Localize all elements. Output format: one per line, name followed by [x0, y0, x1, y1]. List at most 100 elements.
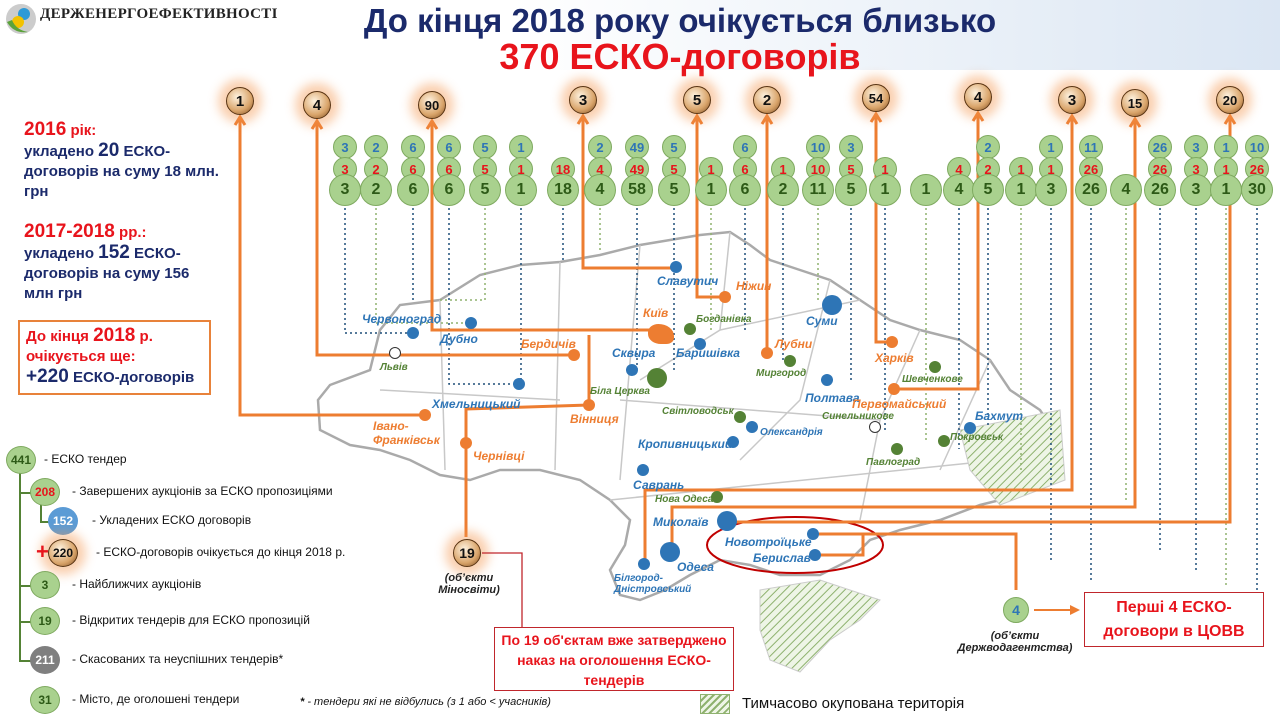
- tenders-count: 1: [1210, 174, 1242, 206]
- orange-connector-line: [815, 534, 865, 557]
- city-label: Кропивницький: [638, 437, 733, 451]
- legend-badge: 441: [6, 446, 36, 474]
- orange-connector-line: [315, 121, 574, 357]
- city-label: Новотроїцьке: [725, 535, 812, 549]
- city-marker: [717, 511, 737, 531]
- city-label: Миколаїв: [653, 515, 709, 529]
- dotted-connector-line: [440, 208, 486, 301]
- signed-contracts-count: 1: [509, 135, 533, 159]
- year-2017-2018: 2017-2018: [24, 221, 115, 242]
- city-marker: [964, 422, 976, 434]
- planned-count-badge: 4: [964, 83, 992, 111]
- city-marker: [694, 338, 706, 350]
- legend-badge: 19: [30, 607, 60, 635]
- water-agency-caption: (об’єкти Держводагентства): [957, 630, 1073, 654]
- legend-label: - Укладених ЕСКО договорів: [92, 513, 252, 527]
- arrow-head-icon: [576, 113, 590, 125]
- signed-contracts-count: 1: [1039, 135, 1063, 159]
- logo-text: ДЕРЖЕНЕРГОЕФЕКТИВНОСТІ: [40, 6, 278, 22]
- highlight-ellipse: [706, 516, 884, 574]
- orange-connector-line: [464, 403, 590, 537]
- orange-connector-line: [894, 113, 980, 391]
- city-marker: [711, 491, 723, 503]
- orange-connector-line: [813, 532, 1018, 590]
- orange-connector-line: [874, 114, 892, 344]
- city-marker: [888, 383, 900, 395]
- city-marker: [821, 374, 833, 386]
- signed-contracts-count: 1: [1214, 135, 1238, 159]
- arrow-head-icon: [690, 113, 704, 125]
- footnote-star: *: [300, 696, 305, 708]
- occupied-legend-label: Тимчасово окупована територія: [742, 695, 965, 712]
- city-marker: [670, 261, 682, 273]
- count: 20: [98, 140, 120, 161]
- plus-icon: +: [36, 539, 49, 564]
- city-label: Синельникове: [822, 411, 894, 422]
- legend-tree-line: [19, 585, 31, 587]
- city-marker: [660, 542, 680, 562]
- tenders-count: 26: [1144, 174, 1176, 206]
- legend-label: - ЕСКО-договорів очікується до кінця 201…: [96, 545, 346, 559]
- tenders-count: 4: [584, 174, 616, 206]
- city-label: Шевченкове: [902, 374, 963, 385]
- tenders-count: 4: [1110, 174, 1142, 206]
- city-label: Вінниця: [570, 412, 619, 426]
- signed-contracts-count: 5: [662, 135, 686, 159]
- tenders-count: 58: [621, 174, 653, 206]
- city-label: Чернівці: [473, 449, 525, 463]
- count: +220: [26, 366, 69, 387]
- year: 2018: [93, 325, 136, 346]
- city-label: Богданівка: [696, 314, 752, 325]
- city-label: Первомайський: [852, 397, 947, 411]
- legend-label: - Відкритих тендерів для ЕСКО пропозицій: [72, 613, 310, 627]
- summary-2016: 2016 рік: укладено 20 ЕСКО-договорів на …: [24, 120, 219, 202]
- city-marker: [807, 528, 819, 540]
- completed-auctions-count: 10: [806, 157, 830, 181]
- signed-contracts-count: 11: [1079, 135, 1103, 159]
- tenders-count: 6: [729, 174, 761, 206]
- minosvity-note-box: По 19 об'єктам вже затверджено наказ на …: [494, 627, 734, 691]
- legend-tree-line: [19, 492, 31, 494]
- legend-tree-line: [40, 500, 42, 522]
- city-label: Нова Одеса: [655, 494, 714, 505]
- arrow-head-icon: [425, 118, 439, 130]
- signed-contracts-count: 6: [437, 135, 461, 159]
- city-marker: [734, 411, 746, 423]
- signed-contracts-count: 6: [733, 135, 757, 159]
- city-marker: [938, 435, 950, 447]
- year-suffix: рр.:: [114, 224, 147, 241]
- city-label: Миргород: [756, 368, 807, 379]
- signed-contracts-count: 3: [333, 135, 357, 159]
- city-label: Сквира: [612, 346, 656, 360]
- text: укладено: [24, 245, 99, 262]
- text: ЕСКО-договорів на суму 156 млн грн: [24, 245, 190, 302]
- water-agency-note-box: Перші 4 ЕСКО-договори в ЦОВВ: [1084, 592, 1264, 647]
- city-marker: [684, 323, 696, 335]
- occupied-donbas: [959, 409, 1066, 506]
- header-background: [0, 0, 1280, 70]
- signed-contracts-count: 10: [806, 135, 830, 159]
- city-label: Київ: [643, 306, 669, 320]
- kyiv-marker: [648, 324, 674, 344]
- city-label: Білгород-Дністровський: [614, 573, 692, 595]
- city-label: Бахмут: [975, 409, 1024, 423]
- text: р. очікується ще:: [26, 328, 153, 365]
- text: укладено: [24, 143, 99, 160]
- legend-tree-line: [40, 521, 52, 523]
- footnote: * - тендери які не відбулись (з 1 або < …: [300, 696, 551, 708]
- signed-contracts-count: 2: [976, 135, 1000, 159]
- city-marker: [419, 409, 431, 421]
- city-label: Львів: [380, 362, 408, 373]
- text: ЕСКО-договорів на суму 18 млн. грн: [24, 143, 219, 200]
- city-label: Славутич: [657, 274, 719, 288]
- planned-count-badge: 4: [303, 91, 331, 119]
- arrow-head-icon: [310, 118, 324, 130]
- planned-count-badge: 3: [569, 86, 597, 114]
- arrow-icon: [1034, 605, 1080, 615]
- city-marker: [809, 549, 821, 561]
- tenders-count: 3: [1180, 174, 1212, 206]
- year-suffix: рік:: [66, 122, 97, 139]
- city-label: Бердичів: [521, 337, 576, 351]
- text: До кінця: [26, 328, 94, 345]
- legend-label: - ЕСКО тендер: [44, 452, 127, 466]
